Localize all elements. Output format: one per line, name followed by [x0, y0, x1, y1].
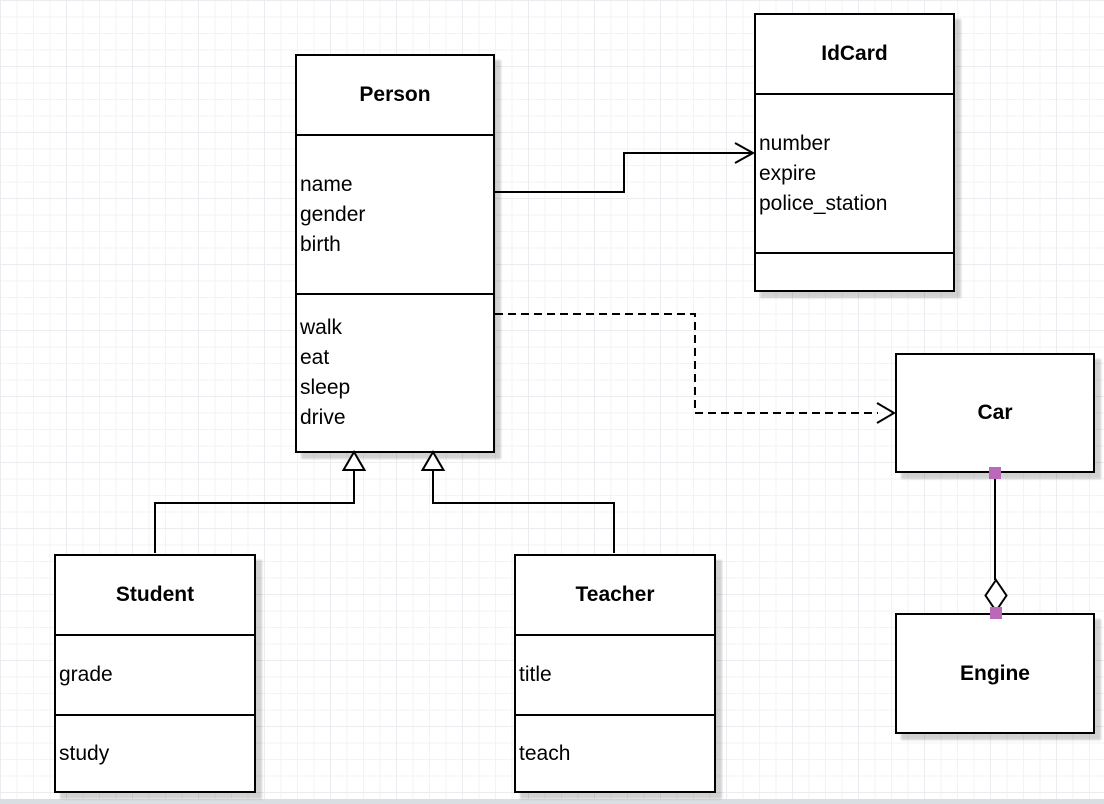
method: eat	[300, 346, 330, 369]
class-teacher-attributes: title	[516, 634, 714, 714]
method: drive	[300, 406, 346, 429]
class-student-methods: study	[56, 714, 254, 791]
class-person-attributes: name gender birth	[297, 134, 493, 293]
hollow-triangle-icon	[420, 450, 446, 471]
class-teacher-title: Teacher	[516, 556, 714, 634]
attribute: birth	[300, 232, 341, 256]
hollow-triangle-icon	[341, 450, 367, 471]
class-car[interactable]: Car	[895, 353, 1095, 473]
class-teacher-methods: teach	[516, 714, 714, 791]
attribute: title	[519, 663, 552, 686]
canvas-edge	[0, 799, 1104, 804]
method: study	[59, 741, 110, 765]
class-title-text: Teacher	[575, 583, 655, 606]
method: teach	[519, 741, 571, 765]
class-engine[interactable]: Engine	[895, 613, 1095, 734]
open-arrowhead-icon	[876, 402, 896, 424]
class-title-text: Car	[977, 401, 1013, 424]
attribute: police_station	[759, 191, 888, 215]
method: sleep	[300, 376, 351, 399]
class-car-title: Car	[897, 355, 1093, 471]
class-teacher[interactable]: Teacher title teach	[514, 554, 716, 793]
open-arrowhead-icon	[734, 142, 756, 164]
attribute: grade	[59, 663, 113, 686]
class-person[interactable]: Person name gender birth walk eat sleep …	[295, 54, 495, 453]
class-engine-title: Engine	[897, 615, 1093, 732]
class-idcard-attributes: number expire police_station	[756, 93, 953, 252]
class-student-title: Student	[56, 556, 254, 634]
hollow-diamond-icon	[984, 578, 1008, 613]
attribute: name	[300, 172, 353, 196]
attribute: expire	[759, 161, 817, 185]
class-student-attributes: grade	[56, 634, 254, 714]
class-title-text: Person	[359, 83, 431, 106]
association-person-idcard-line[interactable]	[495, 152, 752, 193]
class-title-text: IdCard	[821, 42, 888, 65]
class-person-title: Person	[297, 56, 493, 134]
class-student[interactable]: Student grade study	[54, 554, 256, 793]
class-idcard-title: IdCard	[756, 15, 953, 93]
class-idcard[interactable]: IdCard number expire police_station	[754, 13, 955, 292]
class-idcard-methods	[756, 252, 953, 290]
attribute: gender	[300, 202, 366, 226]
generalization-student-person-line[interactable]	[154, 470, 355, 553]
dependency-person-car-line[interactable]	[495, 313, 878, 414]
class-title-text: Engine	[959, 661, 1030, 685]
class-person-methods: walk eat sleep drive	[297, 293, 493, 451]
method: walk	[300, 316, 343, 339]
generalization-teacher-person-line[interactable]	[432, 470, 615, 553]
class-title-text: Student	[115, 583, 195, 606]
attribute: number	[759, 131, 831, 155]
